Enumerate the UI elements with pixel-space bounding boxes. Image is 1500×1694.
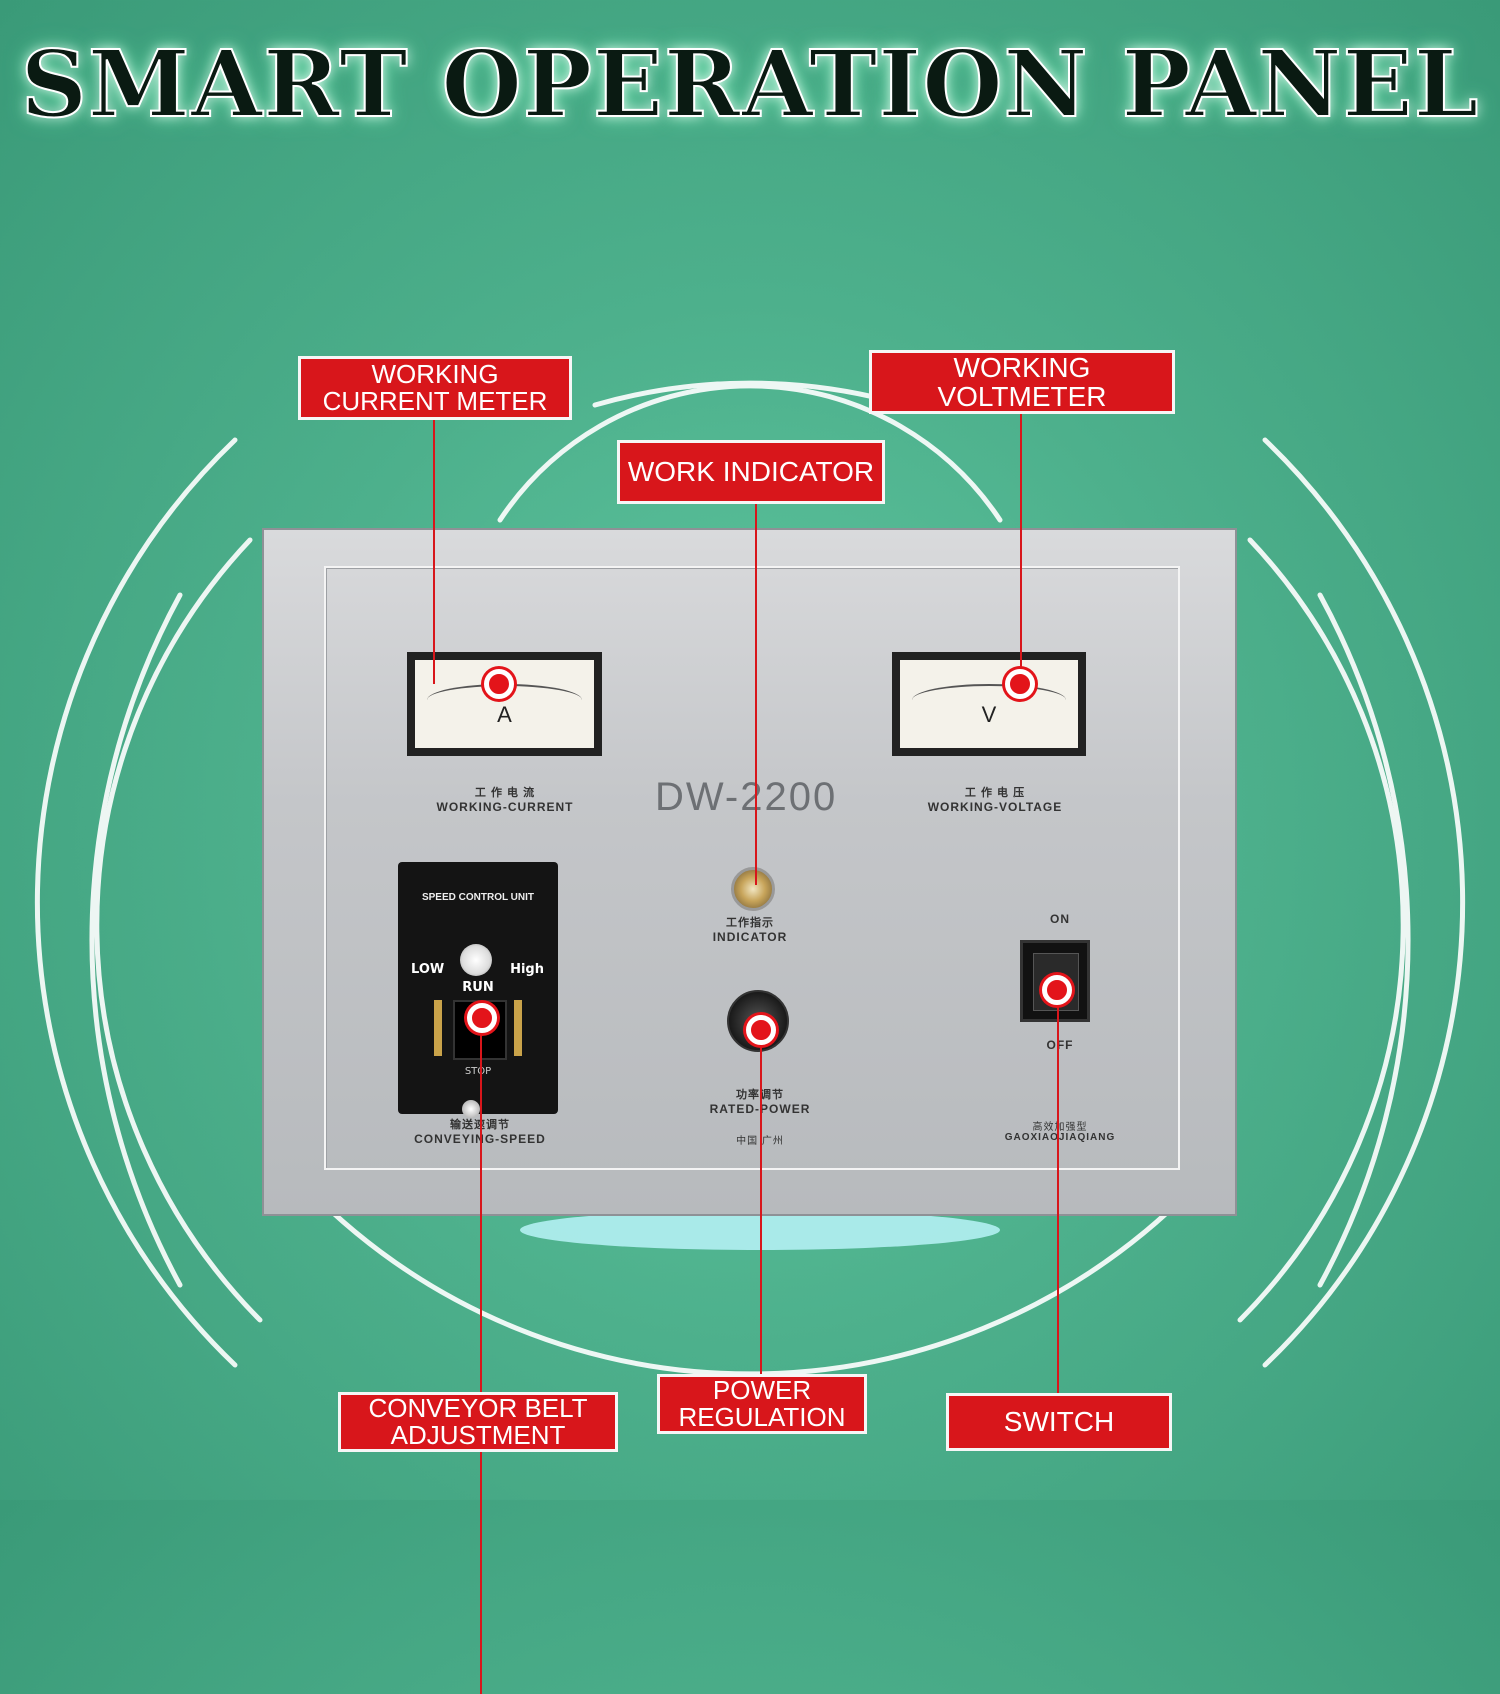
brand-label-en: GAOXIAOJIAQIANG [1004, 1132, 1116, 1143]
callout-working-voltmeter: WORKING VOLTMETER [869, 350, 1175, 414]
speed-low-label: LOW [411, 962, 445, 977]
conveying-label-en: CONVEYING-SPEED [395, 1132, 565, 1146]
speed-knob[interactable] [460, 944, 492, 976]
marker-current-meter [484, 669, 514, 699]
origin-label: 中国 广州 [736, 1136, 784, 1147]
leader-line-voltage [1020, 412, 1022, 684]
conveying-label-cn: 输送速调节 [395, 1116, 565, 1132]
panel-inner-frame [324, 566, 1180, 1170]
brand-label-cn: 高效加强型 [1032, 1122, 1088, 1133]
callout-switch: SWITCH [946, 1393, 1172, 1451]
speed-bar-left [434, 1000, 442, 1056]
marker-voltage-meter [1005, 669, 1035, 699]
switch-on-label: ON [1050, 912, 1070, 926]
indicator-label-cn: 工作指示 [726, 917, 774, 929]
voltage-meter-face: V [900, 660, 1078, 748]
speed-bar-right [514, 1000, 522, 1056]
callout-working-current-meter: WORKING CURRENT METER [298, 356, 572, 420]
callout-work-indicator: WORK INDICATOR [617, 440, 885, 504]
switch-off-label: OFF [1046, 1038, 1074, 1052]
marker-conveyor [467, 1003, 497, 1033]
callout-conveyor-belt-adjustment: CONVEYOR BELT ADJUSTMENT [338, 1392, 618, 1452]
marker-power [746, 1015, 776, 1045]
current-label-cn: 工 作 电 流 [474, 787, 536, 799]
marker-switch [1042, 975, 1072, 1005]
speed-control-unit: SPEED CONTROL UNIT LOW High RUN STOP [398, 862, 558, 1114]
screw-bottom [462, 1100, 480, 1118]
voltage-label-cn: 工 作 电 压 [964, 787, 1026, 799]
leader-line-switch [1057, 990, 1059, 1395]
leader-line-conveyor [480, 1018, 482, 1694]
voltage-meter: V [892, 652, 1086, 756]
speed-run-label: RUN [462, 980, 494, 995]
voltage-label-en: WORKING-VOLTAGE [927, 800, 1063, 814]
work-indicator-lamp [731, 867, 775, 911]
callout-power-regulation: POWER REGULATION [657, 1374, 867, 1434]
voltage-meter-unit: V [981, 702, 997, 727]
current-meter-unit: A [497, 702, 512, 727]
voltage-meter-scale [912, 684, 1066, 716]
leader-line-current [433, 418, 435, 684]
speed-high-label: High [510, 962, 544, 977]
leader-line-indicator [755, 500, 757, 885]
power-label-en: RATED-POWER [690, 1102, 830, 1116]
speed-stop-label: STOP [464, 1066, 492, 1077]
radiating-arcs [520, 1210, 1000, 1250]
current-meter: A [407, 652, 602, 756]
model-number: DW-2200 [655, 775, 838, 819]
current-label-en: WORKING-CURRENT [436, 800, 574, 814]
power-label-cn: 功率调节 [690, 1086, 830, 1102]
indicator-label-en: INDICATOR [712, 930, 788, 944]
page-title: SMART OPERATION PANEL [20, 29, 1480, 139]
leader-line-power [760, 1030, 762, 1375]
speed-unit-header: SPEED CONTROL UNIT [421, 892, 535, 903]
